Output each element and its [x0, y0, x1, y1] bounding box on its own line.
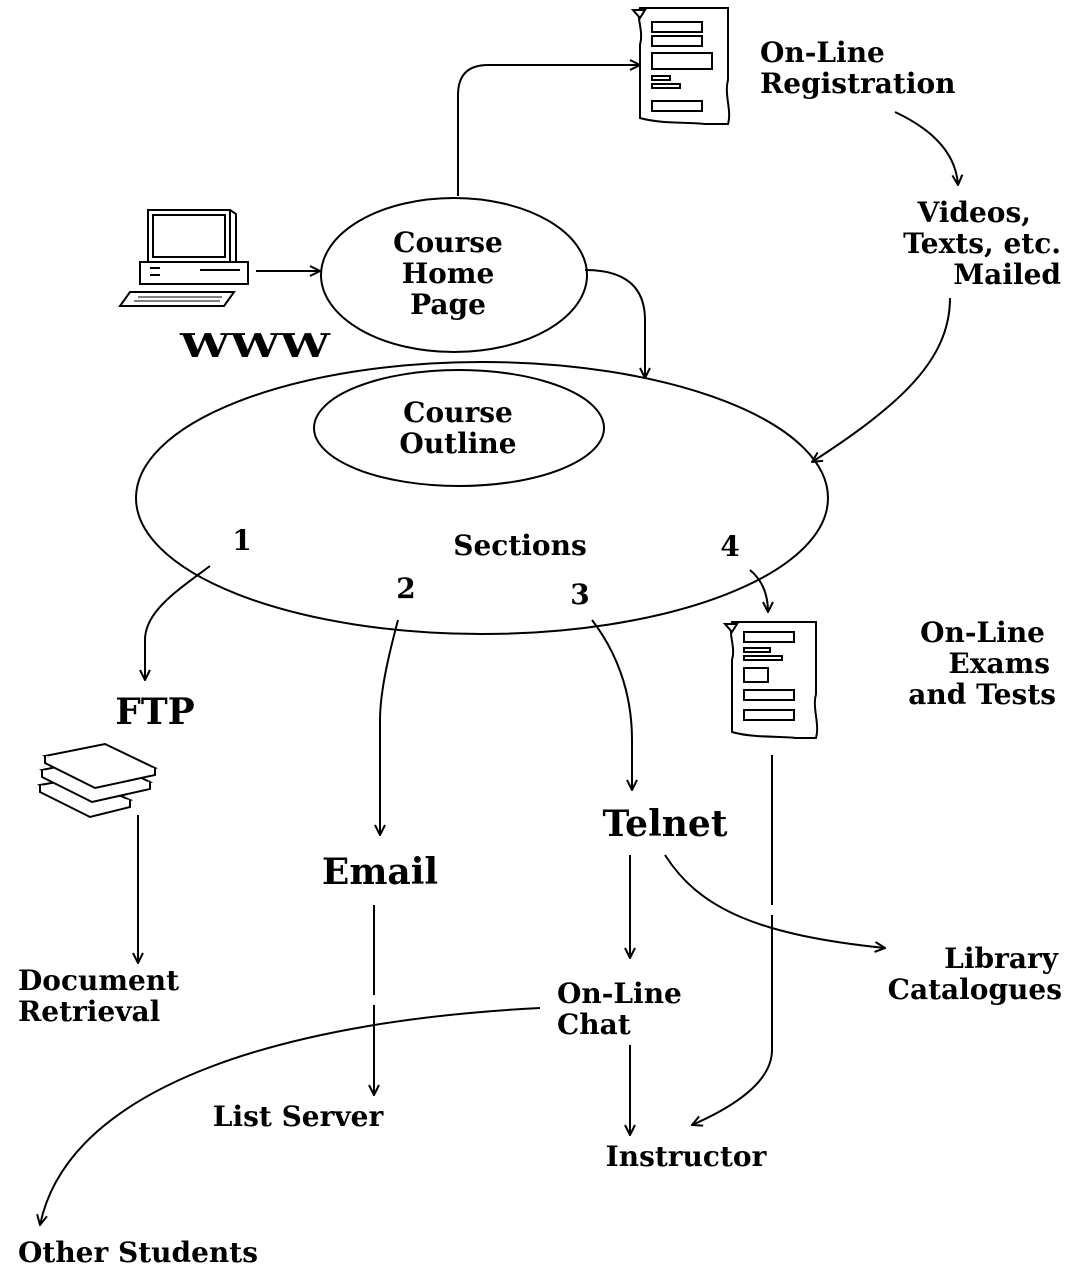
section-number-3: 3 [570, 578, 589, 611]
arrow-section3-to-telnet [591, 619, 632, 790]
arrow-section4-to-exams [749, 569, 768, 612]
videos-mailed-line-2: Texts, etc. [903, 227, 1061, 260]
online-chat-line-2: Chat [557, 1008, 631, 1041]
arrow-videos-to-sections [812, 297, 951, 462]
instructor-label: Instructor [606, 1140, 768, 1173]
arrow-exams-to-instructor [692, 755, 773, 1125]
book-stack-icon [36, 742, 159, 819]
computer-icon [118, 209, 249, 307]
online-exams-line-1: On-Line [920, 616, 1045, 649]
arrow-section1-to-ftp [145, 565, 211, 680]
course-home-page-line-2: Home [402, 257, 495, 290]
library-catalogues-line-2: Catalogues [888, 973, 1062, 1006]
sections-ellipse [135, 361, 829, 635]
exam-form-icon [722, 621, 819, 739]
online-chat-line-1: On-Line [557, 977, 682, 1010]
section-number-4: 4 [720, 530, 739, 563]
sections-label: Sections [453, 529, 586, 562]
arrow-chat-to-other-students [40, 1007, 541, 1225]
other-students-label: Other Students [18, 1236, 258, 1267]
list-server-label: List Server [213, 1100, 385, 1133]
videos-mailed-line-3: Mailed [953, 258, 1061, 291]
course-outline-line-2: Outline [399, 427, 516, 460]
online-registration-line-2: Registration [760, 67, 956, 100]
telnet-label: Telnet [603, 803, 728, 845]
arrow-homepage-to-registration [457, 65, 640, 196]
arrow-homepage-to-sections [584, 269, 645, 378]
connectors [40, 65, 958, 1225]
section-number-2: 2 [396, 572, 415, 605]
online-exams-line-3: and Tests [908, 678, 1056, 711]
course-home-page-line-1: Course [393, 226, 503, 259]
section-number-1: 1 [232, 524, 251, 557]
arrow-registration-to-videos [894, 111, 958, 185]
online-registration-line-1: On-Line [760, 36, 885, 69]
document-retrieval-line-2: Retrieval [18, 995, 160, 1028]
videos-mailed-line-1: Videos, [917, 196, 1031, 229]
arrow-section2-to-email [380, 619, 399, 835]
arrow-telnet-to-library [664, 854, 885, 948]
www-label: WWW [179, 326, 332, 365]
course-home-page-node [320, 197, 588, 353]
ftp-label: FTP [115, 691, 194, 733]
course-outline-line-1: Course [403, 396, 513, 429]
course-home-page-line-3: Page [410, 288, 486, 321]
online-exams-line-2: Exams [948, 647, 1050, 680]
email-label: Email [322, 851, 438, 893]
library-catalogues-line-1: Library [944, 942, 1059, 975]
document-retrieval-line-1: Document [18, 964, 179, 997]
course-outline-node [313, 369, 605, 487]
registration-form-icon [630, 7, 731, 125]
